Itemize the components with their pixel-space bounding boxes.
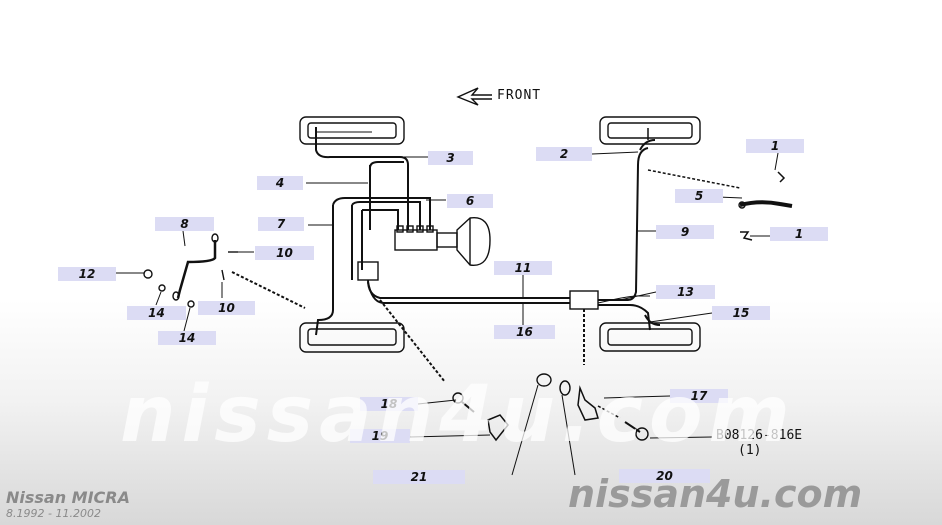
front-arrow-icon	[456, 87, 492, 106]
callout-5[interactable]: 5	[675, 189, 723, 203]
callout-9[interactable]: 9	[656, 225, 714, 239]
callout-13[interactable]: 13	[656, 285, 715, 299]
wheel-front-left	[299, 116, 405, 145]
callout-20[interactable]: 20	[619, 469, 710, 483]
part-reference-qty: (1)	[738, 443, 762, 458]
callout-1-top[interactable]: 1	[746, 139, 804, 153]
watermark: nissan4u.com	[120, 370, 796, 460]
callout-10-upper[interactable]: 10	[255, 246, 314, 260]
callout-7[interactable]: 7	[258, 217, 304, 231]
model-name: Nissan MICRA	[6, 488, 130, 507]
part-reference-number: B08126-816E	[716, 428, 803, 443]
wheel-rear-left	[299, 322, 405, 353]
master-cylinder	[394, 229, 438, 251]
callout-21[interactable]: 21	[373, 470, 465, 484]
callout-2[interactable]: 2	[536, 147, 592, 161]
callout-4[interactable]: 4	[257, 176, 303, 190]
washer-part-20	[559, 380, 571, 396]
rear-connector	[569, 290, 599, 310]
front-label: FRONT	[497, 88, 542, 103]
callout-17[interactable]: 17	[670, 389, 728, 403]
callout-1-bottom[interactable]: 1	[770, 227, 828, 241]
watermark-site: nissan4u.com	[568, 472, 863, 516]
nut-part-21	[536, 373, 552, 387]
callout-12[interactable]: 12	[58, 267, 116, 281]
callout-10-lower[interactable]: 10	[198, 301, 255, 315]
callout-3[interactable]: 3	[428, 151, 473, 165]
callout-15[interactable]: 15	[712, 306, 770, 320]
callout-6[interactable]: 6	[447, 194, 493, 208]
callout-19[interactable]: 19	[350, 429, 410, 443]
callout-18[interactable]: 18	[360, 397, 418, 411]
callout-14-upper[interactable]: 14	[127, 306, 186, 320]
callout-16[interactable]: 16	[494, 325, 555, 339]
callout-14-lower[interactable]: 14	[158, 331, 216, 345]
wheel-front-right	[599, 116, 701, 145]
model-years: 8.1992 - 11.2002	[6, 507, 101, 520]
callout-8[interactable]: 8	[155, 217, 214, 231]
part-reference: B08126-816E (1)	[716, 428, 802, 458]
callout-11[interactable]: 11	[494, 261, 552, 275]
